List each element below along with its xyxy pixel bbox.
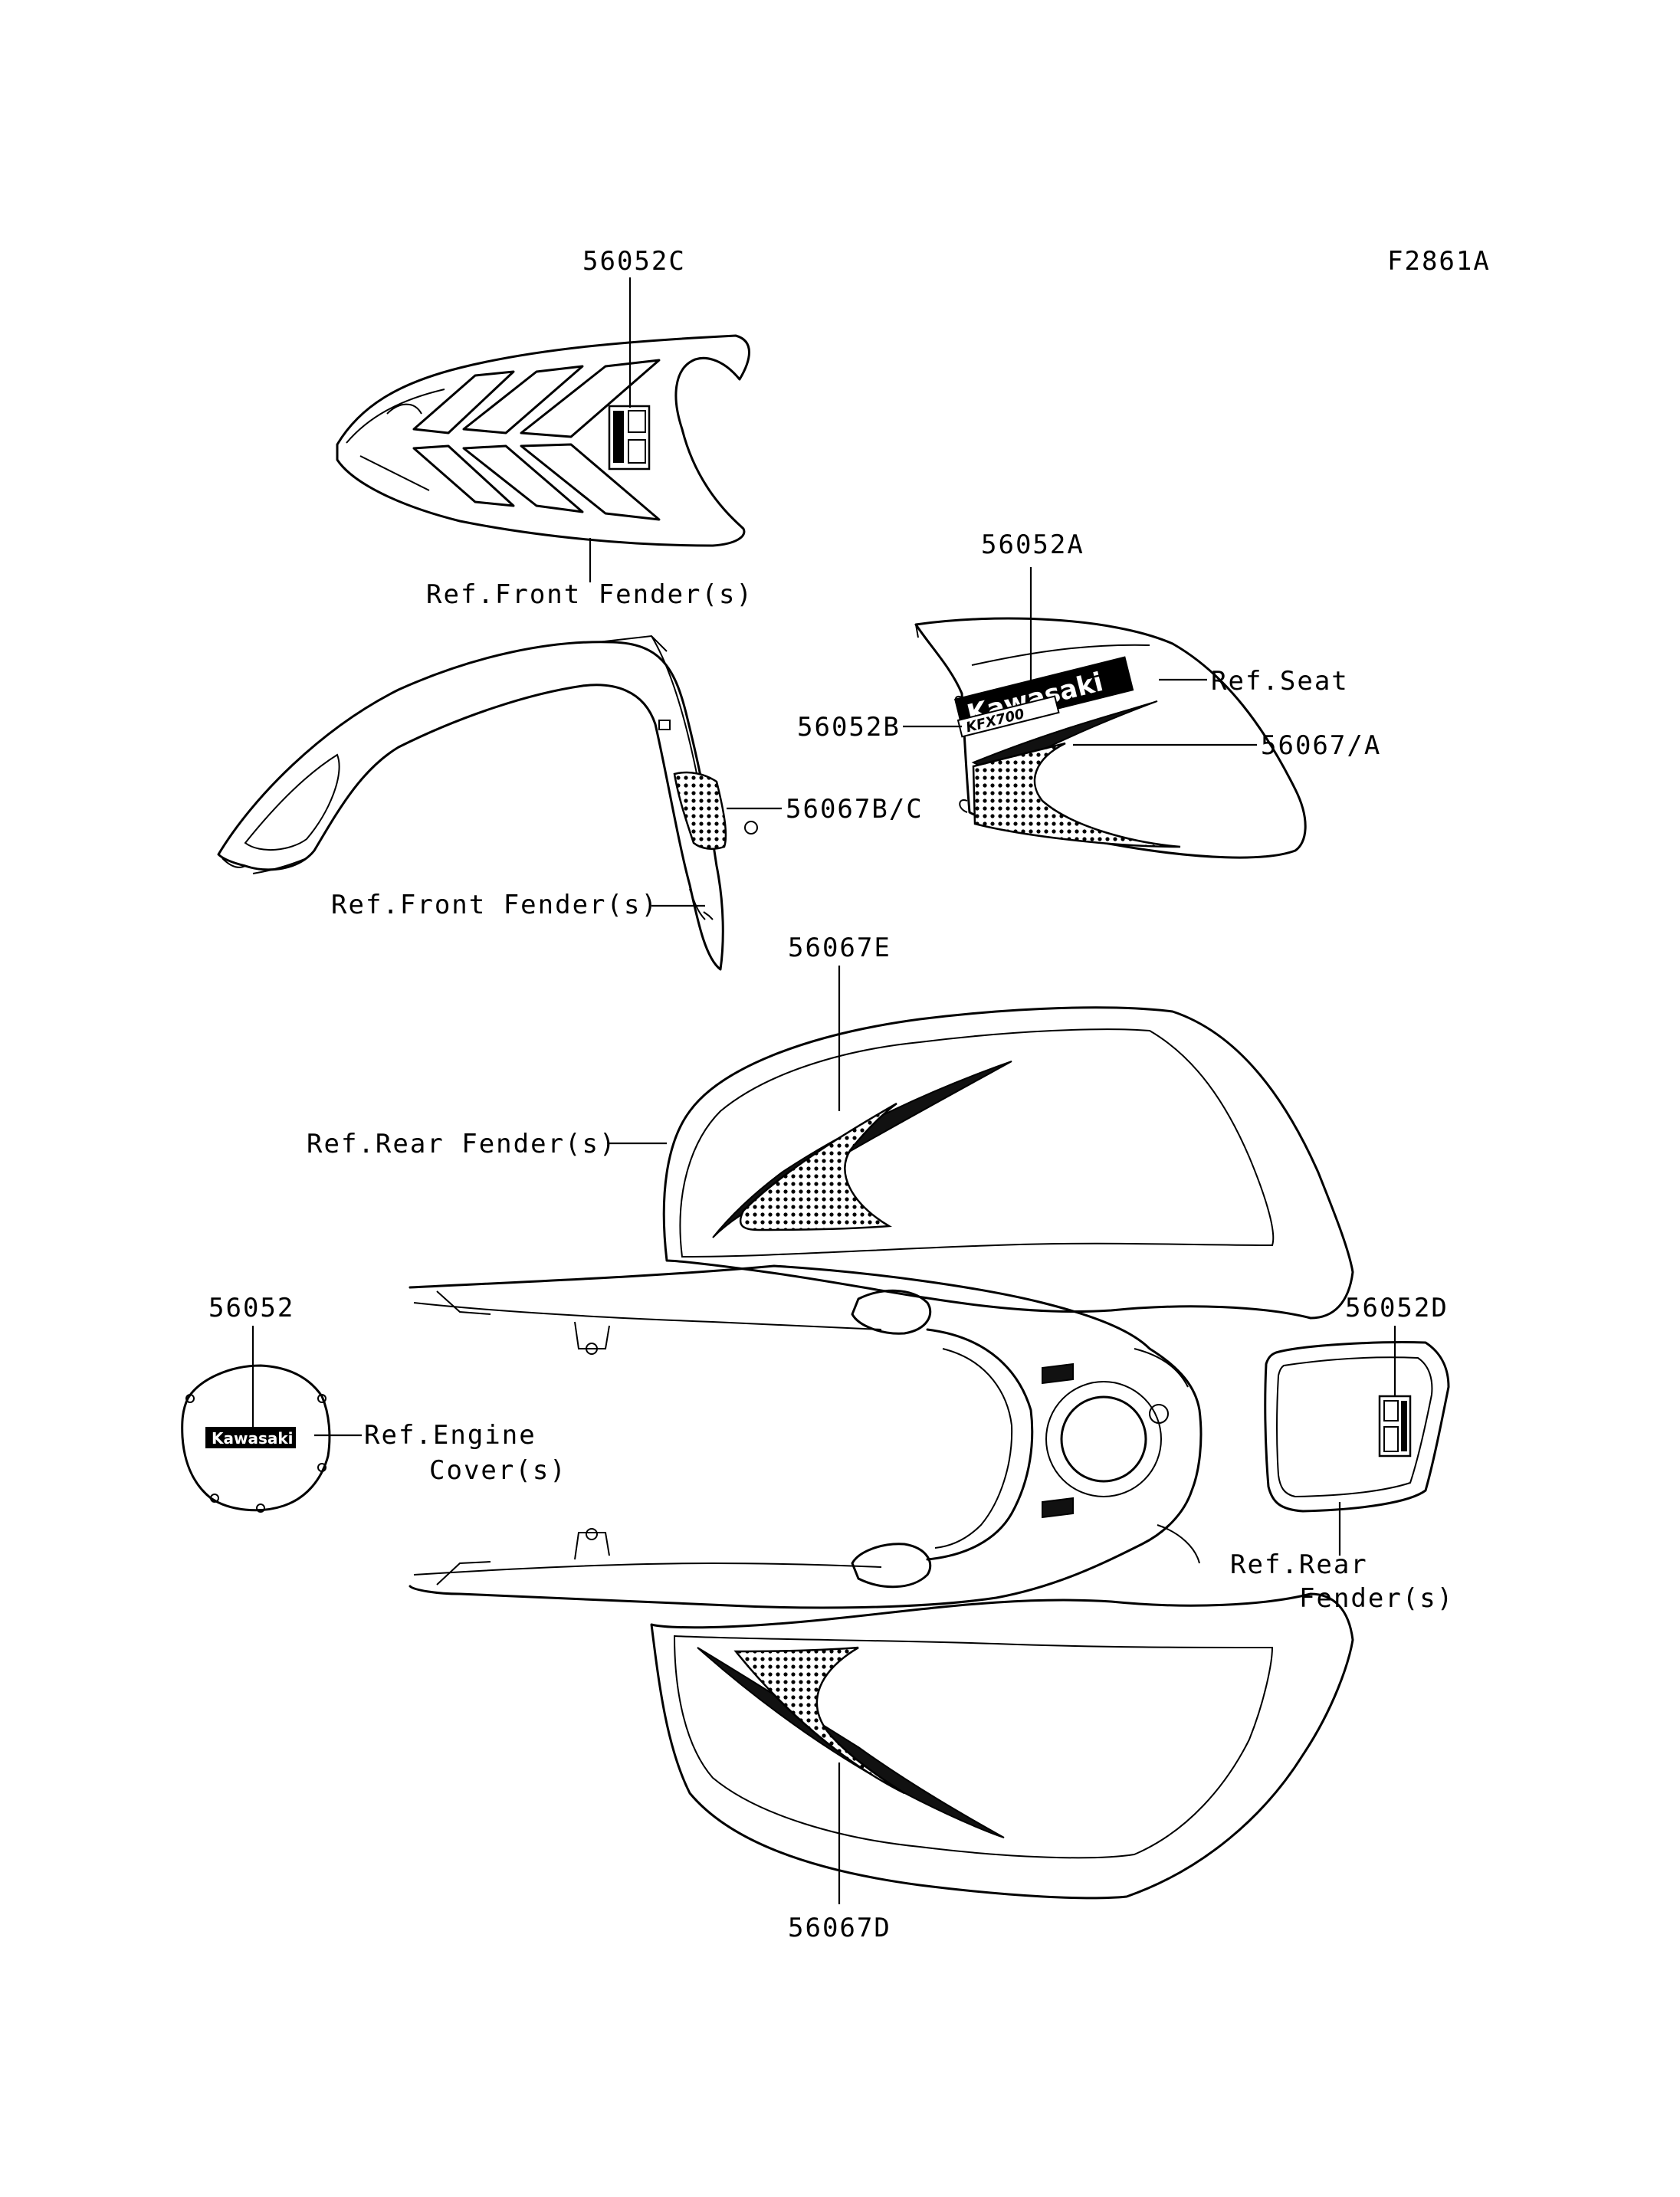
- ref-front-fender-top: Ref.Front Fender(s): [426, 579, 753, 610]
- part-number-56052D: 56052D: [1345, 1293, 1449, 1323]
- part-number-56067E: 56067E: [788, 933, 891, 963]
- drawing-code: F2861A: [1387, 246, 1491, 277]
- seat-side-illustration: Kawasaki KFX700: [914, 617, 1307, 859]
- ref-engine-cover-line2: Cover(s): [429, 1455, 567, 1486]
- part-number-56052: 56052: [208, 1293, 294, 1323]
- front-fender-top-illustration: [336, 334, 750, 547]
- part-number-56052C: 56052C: [582, 246, 686, 277]
- engine-cover-logo-text: Kawasaki: [212, 1429, 294, 1448]
- ref-rear-fender-small-line1: Ref.Rear: [1230, 1549, 1368, 1580]
- part-number-56052A: 56052A: [981, 530, 1084, 560]
- ref-seat: Ref.Seat: [1211, 666, 1349, 697]
- ref-engine-cover-line1: Ref.Engine: [364, 1420, 536, 1451]
- part-number-56067A: 56067/A: [1261, 730, 1381, 761]
- part-number-56067D: 56067D: [788, 1913, 891, 1943]
- rear-fender-small-illustration: [1264, 1341, 1450, 1513]
- ref-rear-fender: Ref.Rear Fender(s): [307, 1129, 616, 1159]
- rear-fender-illustration: [409, 1006, 1354, 1900]
- ref-rear-fender-small-line2: Fender(s): [1299, 1583, 1454, 1614]
- ref-front-fender-side: Ref.Front Fender(s): [331, 890, 658, 920]
- part-number-56067BC: 56067B/C: [786, 794, 924, 825]
- engine-cover-illustration: Kawasaki: [181, 1364, 331, 1513]
- part-number-56052B: 56052B: [797, 712, 901, 743]
